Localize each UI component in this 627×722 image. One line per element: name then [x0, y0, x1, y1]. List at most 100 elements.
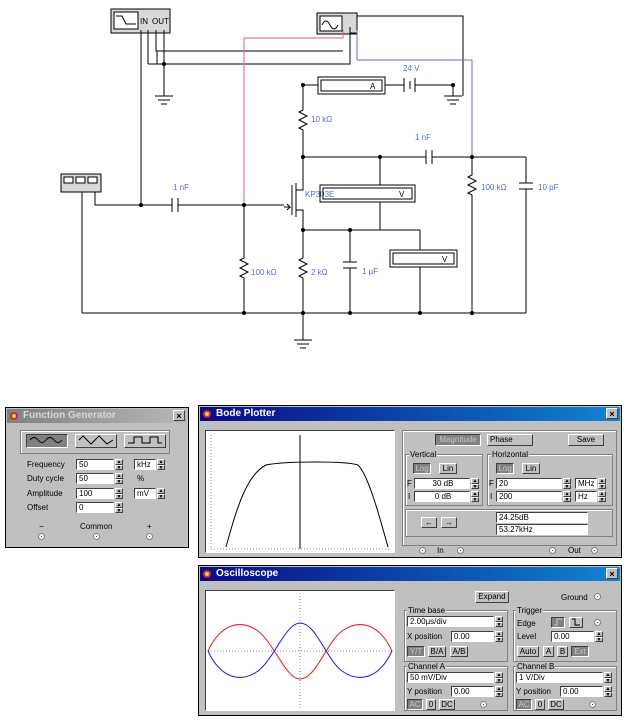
out-minus-terminal[interactable]	[549, 547, 556, 554]
in-plus-terminal[interactable]	[457, 547, 464, 554]
ab-button[interactable]: A/B	[450, 646, 468, 657]
horizontal-initial-input[interactable]: 200	[496, 491, 562, 502]
voltmeter1-label: V	[399, 190, 405, 199]
out-plus-terminal[interactable]	[591, 547, 598, 554]
channel-a-ypos-label: Y position	[407, 687, 442, 696]
amplitude-input[interactable]: 100	[76, 488, 114, 499]
channel-a-dc-button[interactable]: DC	[439, 699, 455, 710]
auto-button[interactable]: Auto	[517, 646, 539, 657]
channel-a-scale-input[interactable]: 50 mV/Div	[407, 672, 494, 683]
x-position-input[interactable]: 0.00	[451, 631, 494, 642]
function-generator-titlebar[interactable]: Function Generator ×	[7, 409, 187, 423]
bode-plot-screen[interactable]	[205, 430, 395, 553]
amplitude-label: Amplitude	[27, 489, 63, 498]
amplitude-unit[interactable]: mV	[134, 488, 156, 499]
edge-rising-button[interactable]	[551, 617, 565, 628]
bode-out-label: OUT	[152, 17, 169, 26]
timebase-spinner[interactable]: ▲▼	[495, 616, 503, 628]
frequency-label: Frequency	[27, 460, 65, 469]
channel-a-zero-button[interactable]: 0	[426, 699, 436, 710]
channel-a-terminal[interactable]	[480, 701, 487, 708]
ba-button[interactable]: B/A	[428, 646, 446, 657]
horizontal-group	[487, 454, 613, 506]
channel-b-scale-spinner[interactable]: ▲▼	[604, 672, 612, 684]
oscilloscope-window: Oscilloscope × Expand Ground Time base 2…	[198, 565, 622, 716]
level-input[interactable]: 0.00	[551, 631, 594, 642]
offset-input[interactable]: 0	[76, 502, 114, 513]
vertical-initial-input[interactable]: 0 dB	[414, 491, 470, 502]
common-terminal[interactable]	[93, 533, 100, 540]
ground-terminal[interactable]	[594, 593, 601, 600]
offset-spinner[interactable]: ▲▼	[115, 502, 123, 514]
vertical-lin-button[interactable]: Lin	[439, 463, 457, 474]
channel-a-scale-spinner[interactable]: ▲▼	[495, 672, 503, 684]
bode-plotter-titlebar[interactable]: Bode Plotter ×	[200, 407, 620, 421]
cursor-right-button[interactable]: →	[441, 517, 457, 528]
oscilloscope-titlebar[interactable]: Oscilloscope ×	[200, 567, 620, 581]
horizontal-lin-button[interactable]: Lin	[522, 463, 540, 474]
function-generator-title: Function Generator	[23, 410, 116, 421]
plus-terminal[interactable]	[146, 533, 153, 540]
channel-a-ypos-input[interactable]: 0.00	[451, 686, 494, 697]
edge-falling-button[interactable]	[569, 617, 583, 628]
channel-b-zero-button[interactable]: 0	[535, 699, 545, 710]
channel-a-ac-button[interactable]: AC	[407, 699, 423, 710]
close-icon[interactable]: ×	[606, 568, 618, 579]
oscilloscope-screen[interactable]	[205, 590, 395, 711]
horizontal-f-label: F	[489, 479, 494, 488]
frequency-spinner[interactable]: ▲▼	[115, 459, 123, 471]
oscilloscope-plot	[207, 593, 393, 708]
trigger-b-button[interactable]: B	[557, 646, 568, 657]
frequency-input[interactable]: 50	[76, 459, 114, 470]
yt-button[interactable]: Y/T	[407, 646, 425, 657]
close-icon[interactable]: ×	[606, 408, 618, 419]
trigger-a-button[interactable]: A	[543, 646, 554, 657]
x-position-spinner[interactable]: ▲▼	[495, 631, 503, 643]
horizontal-initial-unit[interactable]: Hz	[575, 491, 597, 502]
expand-button[interactable]: Expand	[475, 591, 509, 603]
frequency-unit[interactable]: kHz	[134, 459, 156, 470]
channel-b-ac-button[interactable]: AC	[516, 699, 532, 710]
vertical-initial-spinner[interactable]: ▲▼	[471, 491, 479, 503]
waveform-group	[20, 430, 170, 454]
horizontal-final-unit-spinner[interactable]: ▲▼	[598, 478, 606, 490]
horizontal-final-input[interactable]: 20	[496, 478, 562, 489]
ammeter-label: A	[370, 82, 376, 91]
vertical-log-button[interactable]: Log	[413, 463, 431, 474]
level-spinner[interactable]: ▲▼	[595, 631, 603, 643]
vertical-final-spinner[interactable]: ▲▼	[471, 478, 479, 490]
plus-terminal-label: +	[147, 522, 152, 531]
horizontal-initial-unit-spinner[interactable]: ▲▼	[598, 491, 606, 503]
amplitude-unit-spinner[interactable]: ▲▼	[157, 488, 165, 500]
duty-cycle-input[interactable]: 50	[76, 473, 114, 484]
close-icon[interactable]: ×	[173, 410, 185, 421]
amplitude-spinner[interactable]: ▲▼	[115, 488, 123, 500]
cursor-left-button[interactable]: ←	[421, 517, 437, 528]
vertical-group	[405, 454, 483, 506]
sine-wave-button[interactable]	[26, 434, 68, 448]
channel-b-ypos-spinner[interactable]: ▲▼	[604, 686, 612, 698]
channel-b-dc-button[interactable]: DC	[548, 699, 564, 710]
frequency-unit-spinner[interactable]: ▲▼	[157, 459, 165, 471]
horizontal-final-spinner[interactable]: ▲▼	[563, 478, 571, 490]
magnitude-button[interactable]: Magnitude	[435, 434, 481, 446]
channel-b-scale-input[interactable]: 1 V/Div	[516, 672, 603, 683]
channel-b-terminal[interactable]	[589, 701, 596, 708]
vertical-final-input[interactable]: 30 dB	[414, 478, 470, 489]
in-minus-terminal[interactable]	[419, 547, 426, 554]
save-button[interactable]: Save	[568, 434, 604, 446]
channel-a-ypos-spinner[interactable]: ▲▼	[495, 686, 503, 698]
trigger-terminal[interactable]	[594, 619, 601, 626]
horizontal-final-unit[interactable]: MHz	[575, 478, 597, 489]
bode-plot	[210, 435, 391, 550]
duty-cycle-spinner[interactable]: ▲▼	[115, 473, 123, 485]
channel-b-ypos-input[interactable]: 0.00	[560, 686, 603, 697]
phase-button[interactable]: Phase	[487, 434, 533, 446]
square-wave-button[interactable]	[124, 434, 166, 448]
triangle-wave-button[interactable]	[75, 434, 117, 448]
horizontal-log-button[interactable]: Log	[496, 463, 514, 474]
timebase-input[interactable]: 2.00µs/div	[407, 616, 494, 627]
horizontal-initial-spinner[interactable]: ▲▼	[563, 491, 571, 503]
trigger-ext-button[interactable]: Ext	[571, 646, 589, 657]
minus-terminal[interactable]	[38, 533, 45, 540]
